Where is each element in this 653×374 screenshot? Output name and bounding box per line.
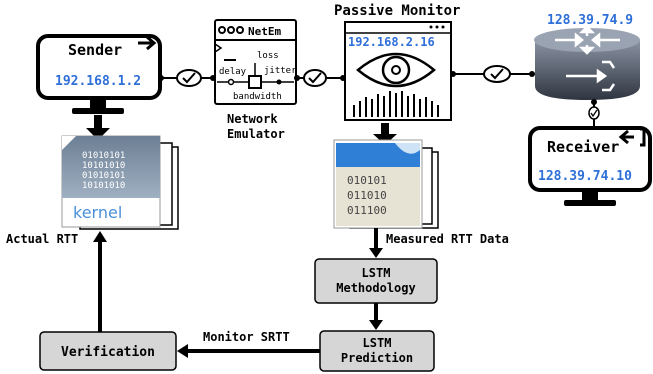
netem-bandwidth: bandwidth [233,92,282,102]
network-emulator: NetEm loss delay jitter bandwidth [214,19,297,105]
login-arrow-icon [138,35,157,51]
netem-caption-line1: Network [227,112,278,126]
netem-caption-line2: Emulator [227,127,285,141]
rtt-to-methodology-arrow [369,228,383,258]
monitor-title: Passive Monitor [334,3,460,19]
window-dot-icon [236,26,244,34]
rtt-bits-line: 010101 [347,174,387,187]
router-ip: 128.39.74.9 [547,13,633,28]
prediction-to-verification-arrow [177,344,320,358]
kernel-bits-line: 01010101 [82,151,125,161]
lstm-prediction-box: LSTM Prediction [319,330,435,372]
netem-delay: delay [219,67,247,77]
link-monitor-router [450,65,535,83]
monitor-srtt-label: Monitor SRTT [203,330,290,344]
sender-label: Sender [68,41,122,59]
sender-ip: 192.168.1.2 [55,74,141,89]
verification-label: Verification [61,345,155,360]
sender-computer: Sender 192.168.1.2 [36,34,162,114]
lstm-prediction-line1: LSTM [363,336,392,350]
checkmark-icon [490,68,504,80]
netem-title: NetEm [248,25,281,38]
login-arrow-icon [618,127,646,147]
lstm-methodology-line2: Methodology [336,281,415,295]
link-netem-monitor [294,69,346,87]
eye-icon [356,52,436,88]
rtt-bits-line: 011010 [347,189,387,202]
checkmark-icon [590,109,598,118]
monitor-ip: 192.168.2.16 [348,35,435,49]
window-dot-icon [218,26,226,34]
kernel-file-stack: 01010101 10101010 01010101 10101010 kern… [61,135,179,230]
receiver-ip: 128.39.74.10 [538,169,632,184]
checkmark-icon [182,72,196,84]
methodology-to-prediction-arrow [369,303,383,330]
link-router-receiver [588,99,600,126]
measured-rtt-label: Measured RTT Data [386,232,509,246]
kernel-bits-line: 01010101 [82,171,125,181]
lstm-methodology-line1: LSTM [362,266,391,280]
kernel-bits-line: 10101010 [82,181,125,191]
checkmark-icon [308,72,322,84]
link-sender-netem [158,69,216,87]
play-marker-icon [214,43,223,53]
kernel-word: kernel [73,203,122,222]
actual-rtt-label: Actual RTT [6,232,78,246]
lstm-prediction-line2: Prediction [341,351,413,365]
netem-loss: loss [257,51,279,61]
lstm-methodology-box: LSTM Methodology [314,258,438,304]
receiver-label: Receiver [547,138,619,156]
verification-box: Verification [39,331,177,371]
router-icon [534,25,640,100]
signal-bars [353,91,439,117]
rtt-bits-line: 011100 [347,204,387,217]
verification-to-kernel-arrow [93,231,107,332]
window-dot-icon [227,26,235,34]
netem-jitter: jitter [264,66,297,76]
passive-monitor: 192.168.2.16 [344,21,452,121]
receiver-computer: Receiver 128.39.74.10 [528,126,652,206]
sender-to-kernel-arrow [86,115,110,140]
rtt-data-file-stack: 010101 011010 011100 [333,139,439,229]
kernel-bits-line: 10101010 [82,161,125,171]
